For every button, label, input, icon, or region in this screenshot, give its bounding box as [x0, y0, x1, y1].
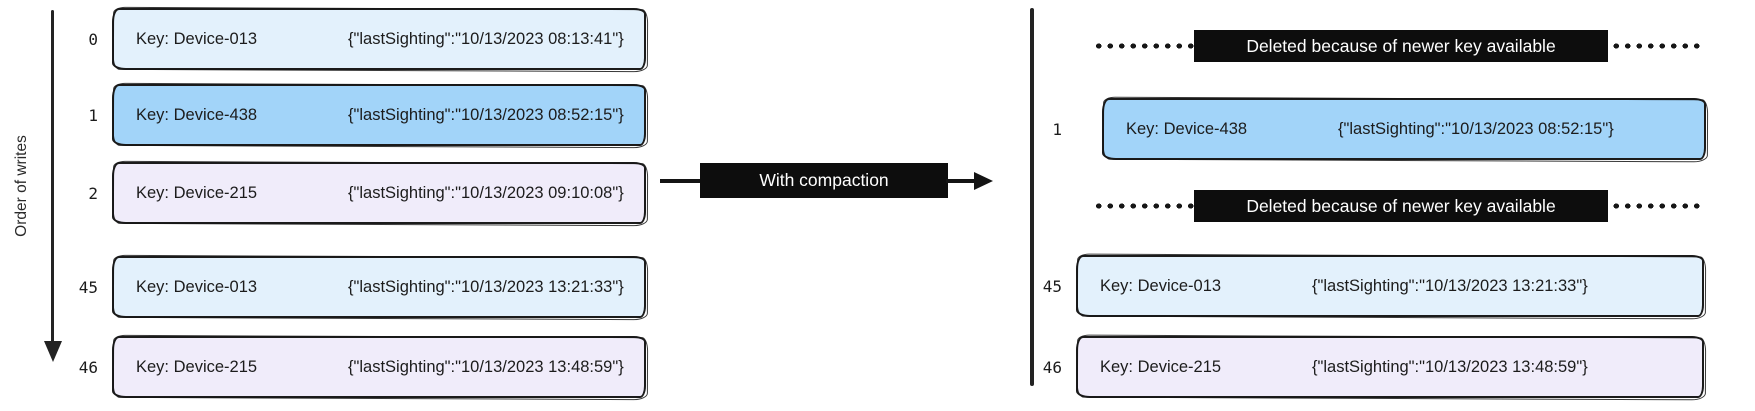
deleted-label: Deleted because of newer key available: [1194, 30, 1608, 62]
record-key: Key: Device-438: [136, 105, 258, 124]
record-value: {"lastSighting":"10/13/2023 13:21:33"}: [348, 277, 624, 296]
row-index: 2: [88, 183, 98, 203]
record-box: Key: Device-013 {"lastSighting":"10/13/2…: [112, 256, 646, 318]
order-of-writes-label: Order of writes: [13, 135, 30, 237]
record-key: Key: Device-215: [136, 357, 258, 376]
with-compaction-label: With compaction: [700, 163, 948, 198]
record-row-46: 46 Key: Device-215 {"lastSighting":"10/1…: [58, 336, 646, 398]
order-of-writes-arrow-line: [51, 10, 54, 343]
record-box: Key: Device-013 {"lastSighting":"10/13/2…: [112, 8, 646, 70]
row-index: 45: [1042, 276, 1062, 296]
deleted-label: Deleted because of newer key available: [1194, 190, 1608, 222]
record-value: {"lastSighting":"10/13/2023 13:48:59"}: [1312, 357, 1588, 376]
record-row-2: 2 Key: Device-215 {"lastSighting":"10/13…: [58, 162, 646, 224]
record-value: {"lastSighting":"10/13/2023 09:10:08"}: [348, 183, 624, 202]
row-index: 0: [88, 29, 98, 49]
arrow-right-icon: [974, 172, 993, 190]
record-row-0: 0 Key: Device-013 {"lastSighting":"10/13…: [58, 8, 646, 70]
record-value: {"lastSighting":"10/13/2023 08:13:41"}: [348, 29, 624, 48]
deleted-row: Deleted because of newer key available: [1093, 28, 1705, 64]
record-box: Key: Device-215 {"lastSighting":"10/13/2…: [1076, 336, 1704, 398]
record-box: Key: Device-215 {"lastSighting":"10/13/2…: [112, 336, 646, 398]
record-value: {"lastSighting":"10/13/2023 08:52:15"}: [1338, 119, 1614, 138]
record-value: {"lastSighting":"10/13/2023 13:48:59"}: [348, 357, 624, 376]
record-key: Key: Device-013: [1100, 276, 1222, 295]
record-row-45: 45 Key: Device-013 {"lastSighting":"10/1…: [58, 256, 646, 318]
record-key: Key: Device-013: [136, 277, 258, 296]
record-key: Key: Device-215: [136, 183, 258, 202]
record-row-46-compacted: 46 Key: Device-215 {"lastSighting":"10/1…: [1022, 336, 1704, 398]
record-value: {"lastSighting":"10/13/2023 13:21:33"}: [1312, 276, 1588, 295]
row-index: 46: [1042, 357, 1062, 377]
record-box: Key: Device-438 {"lastSighting":"10/13/2…: [112, 84, 646, 146]
deleted-row: Deleted because of newer key available: [1093, 188, 1705, 224]
connector-line: [660, 179, 702, 183]
record-key: Key: Device-013: [136, 29, 258, 48]
record-row-1: 1 Key: Device-438 {"lastSighting":"10/13…: [58, 84, 646, 146]
row-index: 46: [78, 357, 98, 377]
record-box: Key: Device-438 {"lastSighting":"10/13/2…: [1102, 98, 1706, 160]
right-axis-line: [1030, 8, 1034, 386]
record-row-45-compacted: 45 Key: Device-013 {"lastSighting":"10/1…: [1022, 255, 1704, 317]
row-index: 1: [1052, 119, 1062, 139]
row-index: 1: [88, 105, 98, 125]
record-key: Key: Device-215: [1100, 357, 1222, 376]
row-index: 45: [78, 277, 98, 297]
connector-line: [946, 179, 976, 183]
record-box: Key: Device-013 {"lastSighting":"10/13/2…: [1076, 255, 1704, 317]
record-value: {"lastSighting":"10/13/2023 08:52:15"}: [348, 105, 624, 124]
record-row-1-compacted: 1 Key: Device-438 {"lastSighting":"10/13…: [1022, 98, 1706, 160]
record-key: Key: Device-438: [1126, 119, 1248, 138]
arrow-down-icon: [44, 341, 62, 362]
record-box: Key: Device-215 {"lastSighting":"10/13/2…: [112, 162, 646, 224]
